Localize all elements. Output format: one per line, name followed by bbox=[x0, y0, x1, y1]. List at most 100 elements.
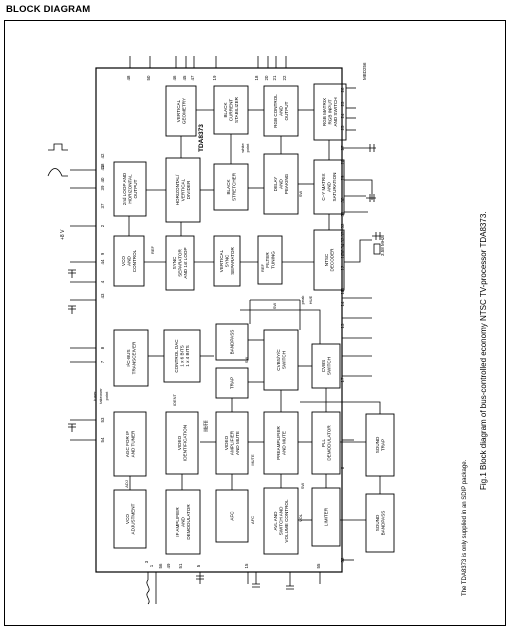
block-label: AND bbox=[279, 178, 284, 188]
block-label: SEPARATOR bbox=[230, 247, 235, 275]
block-label: AMPLIFIER bbox=[230, 430, 235, 455]
signal-label: ADJ bbox=[124, 480, 129, 488]
block-label: IF AMPLIFIER bbox=[175, 507, 180, 537]
chip-label: TDA8373 bbox=[198, 124, 205, 152]
chip-outline bbox=[95, 67, 343, 573]
block-label: SOUND bbox=[375, 436, 380, 453]
block-label: RGB MATRIX bbox=[322, 98, 327, 126]
signal-label: REF bbox=[150, 245, 155, 254]
block-label: VERTICAL bbox=[219, 249, 224, 272]
block-label: PREAMPLIFIER bbox=[276, 425, 281, 459]
block-label: AND bbox=[181, 516, 186, 526]
block-label: VCO bbox=[125, 514, 130, 524]
block-label: SEPARATOR bbox=[178, 249, 183, 277]
block-label: VERTICAL bbox=[181, 178, 186, 201]
wire bbox=[344, 239, 372, 263]
signal-label: REF bbox=[260, 263, 265, 272]
page-title: BLOCK DIAGRAM bbox=[6, 4, 91, 15]
voltage-label: +8 V bbox=[60, 229, 66, 240]
pin-number: 18 bbox=[254, 75, 259, 80]
block-bandpass: BANDPASS bbox=[215, 323, 249, 361]
pin-number: 56 bbox=[158, 563, 163, 568]
block-label: TUNING bbox=[270, 251, 275, 269]
pin-number: 7 bbox=[100, 360, 105, 363]
block-label: OUTPUT bbox=[133, 179, 138, 198]
block-label: NTSC bbox=[324, 253, 329, 266]
block-label: STABILIZER bbox=[234, 96, 239, 123]
block-label: AND MUTE bbox=[235, 431, 240, 455]
block-label: 1 x 6 BITS bbox=[180, 345, 185, 366]
pin-number: 55 bbox=[316, 563, 321, 568]
block-label: 1 x 4 BITS bbox=[185, 345, 190, 366]
block-label: SATURATION bbox=[332, 173, 337, 202]
block-label: DECODER bbox=[329, 248, 334, 272]
pin-number: 20 bbox=[264, 75, 269, 80]
signal-label: MUTE bbox=[202, 420, 207, 432]
pin-number: 43 bbox=[100, 293, 105, 298]
signal-label: SW bbox=[300, 483, 305, 490]
signal-label: VOL bbox=[298, 513, 303, 522]
block-label: AND bbox=[279, 105, 284, 115]
signal-label: SW bbox=[298, 191, 303, 198]
signal-label: point bbox=[104, 391, 109, 401]
signal-label: SW bbox=[244, 357, 249, 364]
block-label: TRANSCEIVER bbox=[131, 341, 136, 374]
pin-number: 51 bbox=[178, 563, 183, 568]
signal-label: MUTE bbox=[204, 420, 209, 432]
block-label: OUTPUT bbox=[284, 101, 289, 120]
pin-number: 53 bbox=[100, 417, 105, 422]
pin-number: 40 bbox=[100, 177, 105, 182]
block-label: RGB INPUT bbox=[328, 99, 333, 124]
signal-label: takeover bbox=[98, 388, 103, 404]
pin-number: 19 bbox=[212, 75, 217, 80]
signal-wires bbox=[70, 56, 381, 584]
block-label: 2nd LOOP AND bbox=[122, 172, 127, 205]
pin-number: 8 bbox=[100, 346, 105, 349]
block-limiter: LIMITER bbox=[311, 487, 341, 547]
block-label: AFC bbox=[230, 511, 235, 521]
block-label: AND bbox=[127, 255, 132, 265]
pin-number: 39 bbox=[100, 185, 105, 190]
block-label: VCO bbox=[121, 256, 126, 266]
footnote: The TDA8373 is only supplied in an SDIP … bbox=[462, 459, 468, 596]
pin-number: 1 bbox=[149, 564, 154, 567]
signal-labels: MUTEMUTEMUTEIDENTAFCSWSWSWSWVOLREFREFHUE… bbox=[92, 143, 313, 524]
block-label: AGC FOR IF bbox=[125, 431, 130, 457]
block-label: AND SWITCH bbox=[333, 97, 338, 126]
pin-number: 41 bbox=[100, 165, 105, 170]
signal-label: IDENT bbox=[172, 393, 177, 406]
signal-label: SW bbox=[272, 303, 277, 310]
block-label: VOLUME CONTROL bbox=[284, 499, 289, 543]
pin-number: 9 bbox=[100, 252, 105, 255]
signal-label: HUE bbox=[308, 295, 313, 304]
signal-label: AFC bbox=[250, 516, 255, 524]
pin-number: 22 bbox=[282, 75, 287, 80]
pin-number: 48 bbox=[126, 75, 131, 80]
figure-caption: Fig.1 Block diagram of bus-controlled ec… bbox=[479, 212, 488, 491]
block-label: BLACK bbox=[223, 102, 228, 118]
crystal-label: 3.58 MHz bbox=[380, 236, 385, 256]
block-label: VIDEO bbox=[224, 435, 229, 450]
block-label: C–Y MATRIX bbox=[321, 173, 326, 200]
signal-label: white bbox=[240, 143, 245, 153]
pin-number: 45 bbox=[182, 75, 187, 80]
block-label: CONTROL bbox=[132, 249, 137, 272]
wire bbox=[240, 309, 321, 344]
block-label: CVBS bbox=[321, 360, 326, 373]
block-label: VERTICAL bbox=[176, 99, 181, 122]
block-label: AND TUNER bbox=[130, 430, 135, 457]
block-label: GEOMETRY bbox=[181, 98, 186, 124]
